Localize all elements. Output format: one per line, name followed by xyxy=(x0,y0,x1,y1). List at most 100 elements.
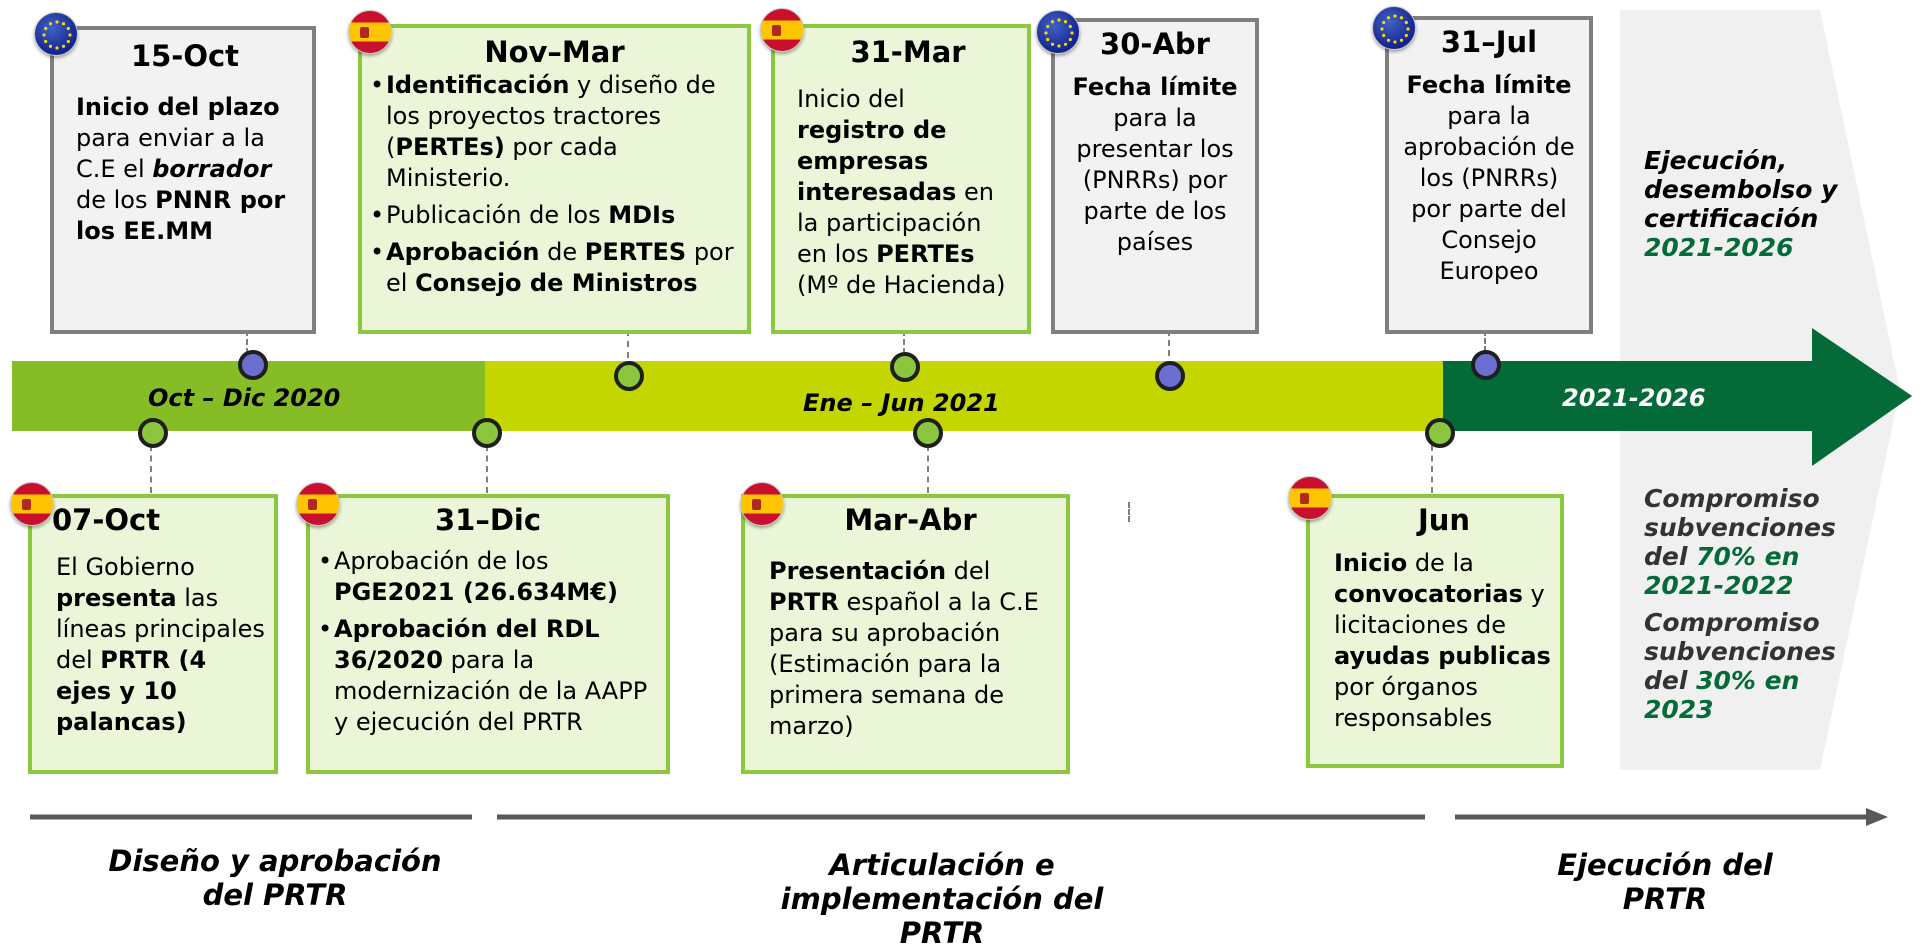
phase-text: implementación del xyxy=(780,882,1104,916)
phase-text: Articulación e xyxy=(829,848,1055,882)
execution-note: Ejecución, desembolso y certificación 20… xyxy=(1644,146,1837,262)
milestone-text: MDIs xyxy=(608,201,676,229)
milestone-31-jul: 31–Jul Fecha límite para la aprobación de… xyxy=(1385,16,1593,334)
timeline-dot-mar31 xyxy=(890,352,920,382)
milestone-text: de xyxy=(539,238,585,266)
timeline-dot-oct07 xyxy=(138,418,168,448)
spain-flag-icon xyxy=(348,10,392,54)
commitment-30: Compromiso subvenciones del 30% en 2023 xyxy=(1644,608,1836,724)
milestone-title: 31-Mar xyxy=(850,35,966,69)
commitment-text: subvenciones xyxy=(1644,637,1836,666)
phase-text: Diseño y aprobación xyxy=(108,844,442,878)
band-ene-jun-2021 xyxy=(485,361,1445,431)
commitment-text: del xyxy=(1644,542,1697,571)
milestone-31-mar: 31-Mar Inicio del registro de empresas i… xyxy=(771,24,1031,334)
milestone-text: Aprobación de los xyxy=(334,547,549,575)
timeline-dot-novmar xyxy=(614,361,644,391)
milestone-text: español a la C.E para su aprobación (Est… xyxy=(769,588,1039,740)
milestone-title: 07-Oct xyxy=(52,503,161,537)
phase-text: del PRTR xyxy=(202,878,348,912)
milestone-text: ayudas publicas xyxy=(1334,642,1551,670)
commitment-pct: 30% en xyxy=(1696,666,1800,695)
milestone-text: Presentación xyxy=(769,557,947,585)
milestone-text: registro de empresas interesadas xyxy=(797,116,957,206)
commitment-70: Compromiso subvenciones del 70% en 2021-… xyxy=(1644,484,1836,600)
execution-text: desembolso y xyxy=(1644,175,1838,204)
spain-flag-icon xyxy=(740,482,784,526)
milestone-text: Inicio xyxy=(1334,549,1408,577)
milestone-title: Jun xyxy=(1417,503,1471,537)
milestone-text: por órganos responsables xyxy=(1334,673,1493,732)
connector-jul31 xyxy=(1484,322,1486,352)
phase-label-execution: Ejecución del PRTR xyxy=(1520,848,1810,916)
milestone-31-dic: 31–Dic Aprobación de los PGE2021 (26.634… xyxy=(306,494,670,774)
commitment-pct: 70% en xyxy=(1696,542,1800,571)
timeline-dot-oct15 xyxy=(238,350,268,380)
milestone-text: presenta xyxy=(56,584,177,612)
commitment-years: 2023 xyxy=(1644,695,1714,724)
milestone-mar-abr: Mar-Abr Presentación del PRTR español a … xyxy=(741,494,1070,774)
milestone-text: por el xyxy=(386,238,734,297)
milestone-text: y licitaciones de xyxy=(1334,580,1545,639)
execution-text: Ejecución, xyxy=(1644,146,1788,175)
milestone-text: las líneas principales del xyxy=(56,584,265,674)
milestone-text: para la modernización de la AAPP y ejecu… xyxy=(334,646,648,736)
milestone-text: Aprobación del RDL 36/2020 xyxy=(334,615,600,674)
milestone-title: 31–Jul xyxy=(1440,25,1538,59)
phase-text: PRTR xyxy=(899,916,985,950)
milestone-text: C.E el xyxy=(76,155,153,183)
milestone-text: para la aprobación de los (PNRRs) por pa… xyxy=(1403,102,1575,285)
spain-flag-icon xyxy=(1288,476,1332,520)
phase-label-design: Diseño y aprobación del PRTR xyxy=(90,844,460,912)
commitment-years: 2021-2022 xyxy=(1644,571,1794,600)
milestone-text: para la presentar los (PNRRs) por parte … xyxy=(1076,104,1234,256)
milestone-text: PRTR (4 ejes y 10 palancas) xyxy=(56,646,207,736)
milestone-text: PERTEs xyxy=(876,240,975,268)
connector-novmar xyxy=(627,330,629,358)
eu-flag-icon xyxy=(34,12,78,56)
milestone-text: del xyxy=(946,557,991,585)
milestone-text: de la xyxy=(1407,549,1474,577)
milestone-title: 31–Dic xyxy=(434,503,542,537)
timeline-dot-abr30 xyxy=(1155,361,1185,391)
milestone-text: El Gobierno xyxy=(56,553,195,581)
spain-flag-icon xyxy=(296,482,340,526)
phase-label-articulation: Articulación e implementación del PRTR xyxy=(752,848,1132,950)
milestone-title: Mar-Abr xyxy=(844,503,977,537)
milestone-text: Consejo de Ministros xyxy=(415,269,698,297)
milestone-text: borrador xyxy=(152,155,272,183)
band-label-ene-jun-2021: Ene – Jun 2021 xyxy=(803,389,1000,417)
execution-years: 2021-2026 xyxy=(1644,233,1794,262)
milestone-text: para enviar a la xyxy=(76,124,265,152)
phase-arrow-head xyxy=(1866,808,1888,826)
connector-oct07 xyxy=(150,445,152,493)
milestone-text: Aprobación xyxy=(386,238,540,266)
connector-oct15 xyxy=(246,330,248,354)
commitment-text: Compromiso xyxy=(1644,484,1820,513)
commitment-text: del xyxy=(1644,666,1697,695)
milestone-text: Inicio del plazo xyxy=(76,93,280,121)
milestone-nov-mar: Nov–Mar Identificación y diseño de los p… xyxy=(358,24,751,334)
milestone-text: en la participación en los xyxy=(797,178,994,268)
timeline-dot-jun xyxy=(1425,418,1455,448)
milestone-text: PERTEs) xyxy=(395,133,505,161)
spain-flag-icon xyxy=(760,8,804,52)
milestone-text: Identificación xyxy=(386,71,570,99)
milestone-15-oct: 15-Oct Inicio del plazo para enviar a la… xyxy=(50,26,316,334)
connector-jun xyxy=(1431,445,1433,493)
stray-mark xyxy=(1128,502,1130,522)
connector-mar31 xyxy=(903,330,905,354)
milestone-text: los EE.MM xyxy=(76,217,214,245)
milestone-text: Publicación de los xyxy=(386,201,609,229)
timeline-dot-jul31 xyxy=(1471,350,1501,380)
milestone-title: 15-Oct xyxy=(130,39,240,73)
eu-flag-icon xyxy=(1036,10,1080,54)
band-label-oct-dic-2020: Oct – Dic 2020 xyxy=(148,384,341,412)
milestone-text: de los xyxy=(76,186,156,214)
milestone-07-oct: 07-Oct El Gobierno presenta las líneas p… xyxy=(28,494,278,774)
milestone-text: Fecha límite xyxy=(1406,71,1572,99)
milestone-jun: Jun Inicio de la convocatorias y licitac… xyxy=(1306,494,1564,768)
timeline-dot-dic31 xyxy=(472,418,502,448)
